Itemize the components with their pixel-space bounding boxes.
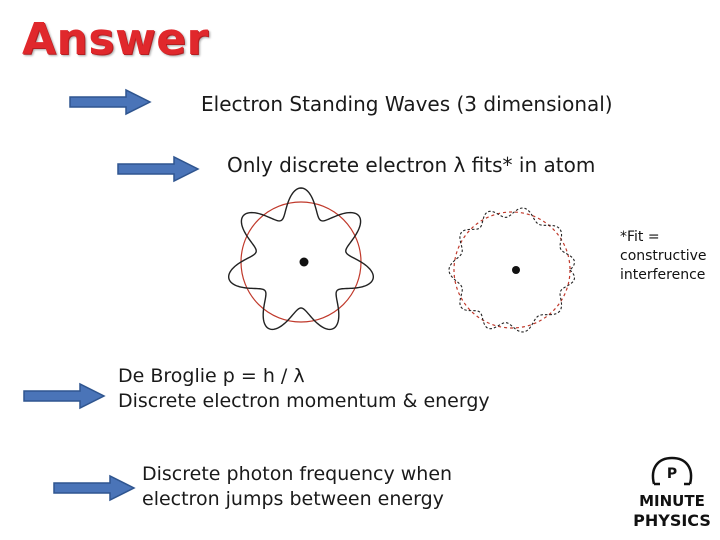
logo-badge-letter: P xyxy=(667,466,677,482)
point-de-broglie: De Broglie p = h / λ Discrete electron m… xyxy=(118,364,490,413)
arrow-right-icon xyxy=(117,155,200,183)
de-broglie-equation: De Broglie p = h / λ xyxy=(118,365,305,387)
arrow-right-icon xyxy=(69,88,152,116)
footnote-line: constructive xyxy=(620,247,707,264)
logo-physics-text: PHYSICS xyxy=(633,511,711,530)
minute-physics-logo: P MINUTE PHYSICS xyxy=(633,456,711,530)
nucleus-dot xyxy=(299,257,309,267)
non-fitting-wave-diagram xyxy=(448,207,576,333)
fit-footnote: *Fit = constructive interference xyxy=(620,228,707,285)
arrow-right-icon xyxy=(53,474,136,502)
nucleus-dot xyxy=(512,266,520,274)
point-discrete-wavelength: Only discrete electron λ fits* in atom xyxy=(227,153,596,177)
point-standing-waves: Electron Standing Waves (3 dimensional) xyxy=(201,92,613,116)
point-photon-frequency: Discrete photon frequency when electron … xyxy=(142,462,452,511)
footnote-line: *Fit = xyxy=(620,229,660,245)
discrete-momentum-text: Discrete electron momentum & energy xyxy=(118,389,490,412)
fitting-standing-wave-diagram xyxy=(227,187,375,331)
photon-frequency-line: electron jumps between energy xyxy=(142,487,444,510)
arrow-right-icon xyxy=(23,382,106,410)
standing-wave-line xyxy=(227,187,375,331)
footnote-line: interference xyxy=(620,266,706,283)
interfering-wave-line xyxy=(448,207,576,333)
photon-frequency-line: Discrete photon frequency when xyxy=(142,463,453,485)
logo-minute-text: MINUTE xyxy=(639,492,705,510)
slide-title: Answer xyxy=(22,14,209,65)
